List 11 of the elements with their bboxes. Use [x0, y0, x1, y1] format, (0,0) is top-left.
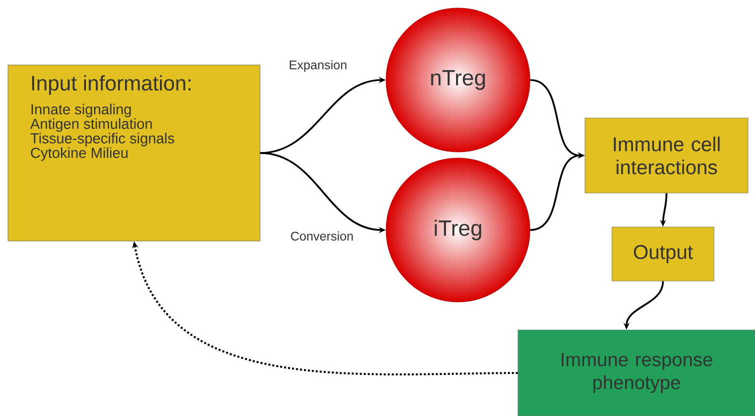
process-box: Immune cell interactions — [584, 118, 748, 194]
node-label: Innate signaling — [32, 104, 131, 118]
process-box: Immune response phenotype — [518, 330, 755, 416]
node-label: Cytokine Milieu — [30, 147, 128, 161]
node-label: Input information: — [32, 75, 191, 95]
process-box: Output — [612, 226, 714, 282]
edge-label: Conversion — [291, 231, 353, 241]
edge-label: Expansion — [290, 60, 346, 72]
node-label: Tissue-specific signals — [30, 132, 174, 146]
input-box — [8, 64, 260, 242]
node-label: Antigen stimulation — [30, 118, 152, 132]
